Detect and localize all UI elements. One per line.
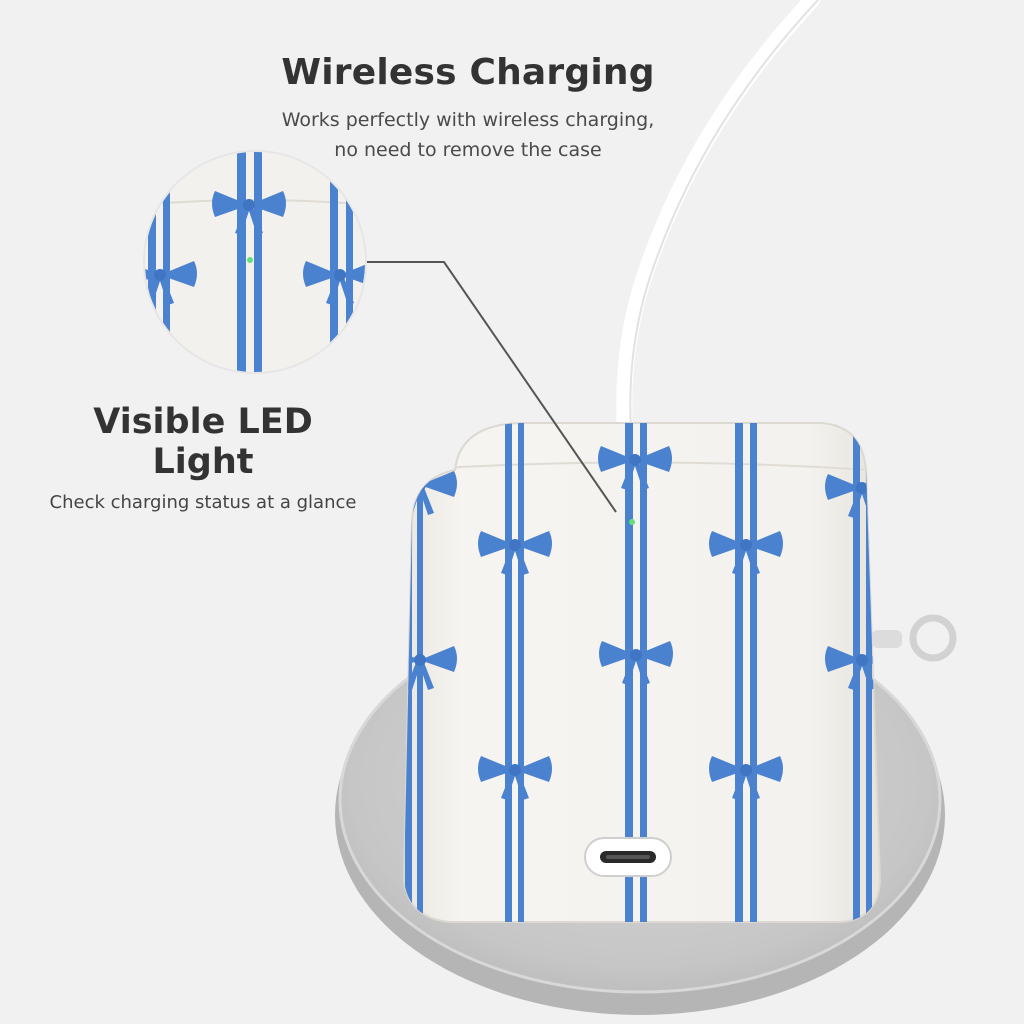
wireless-line-2: no need to remove the case bbox=[334, 139, 602, 161]
callout-line bbox=[360, 261, 617, 513]
led-subtitle: Check charging status at a glance bbox=[49, 492, 357, 513]
earbud-case bbox=[402, 422, 882, 923]
wireless-feature: Wireless Charging Works perfectly with w… bbox=[258, 52, 678, 165]
led-indicator bbox=[629, 519, 635, 525]
wireless-title: Wireless Charging bbox=[281, 52, 655, 93]
zoom-magnifier bbox=[143, 150, 367, 374]
wireless-line-1: Works perfectly with wireless charging, bbox=[281, 109, 655, 131]
led-title: Visible LED Light bbox=[93, 402, 313, 482]
lanyard-ring bbox=[872, 614, 957, 662]
led-feature: Visible LED Light Check charging status … bbox=[38, 402, 368, 513]
zoom-led-indicator bbox=[247, 257, 253, 263]
charging-cable bbox=[616, 0, 820, 438]
